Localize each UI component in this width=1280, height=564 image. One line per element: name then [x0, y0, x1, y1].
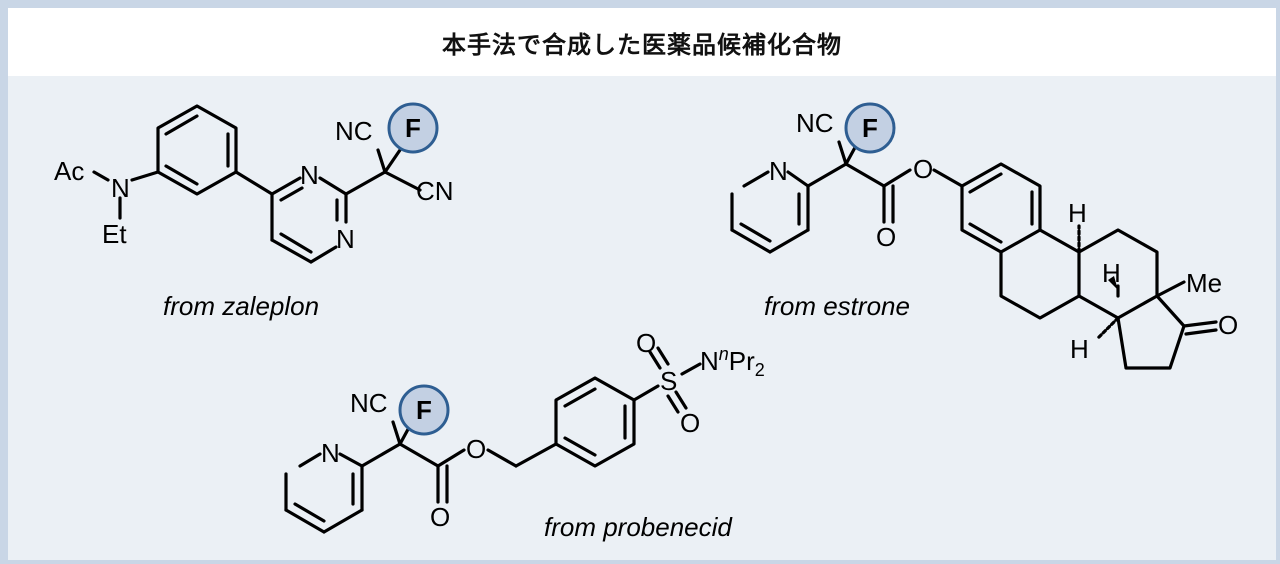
pyrimidine-n1: N	[300, 160, 319, 190]
ester-oxygen: O	[913, 154, 933, 184]
pyrimidine-n3: N	[336, 224, 355, 254]
sulfonyl-oxygen-bottom: O	[680, 408, 700, 438]
ketone-oxygen: O	[1218, 310, 1238, 340]
caption-zaleplon: from zaleplon	[163, 291, 319, 321]
hydrogen-c14: H	[1070, 334, 1089, 364]
ethyl-label: Et	[102, 219, 127, 249]
scheme-panel: 本手法で合成した医薬品候補化合物	[4, 4, 1280, 564]
probenecid-bonds	[284, 346, 702, 534]
caption-probenecid: from probenecid	[544, 512, 733, 542]
fluorine-label-2: F	[862, 113, 878, 143]
fluorine-label: F	[405, 113, 421, 143]
sulfonyl-oxygen-top: O	[636, 328, 656, 358]
zaleplon-derivative: Ac N Et N N NC CN F from zaleplon	[54, 102, 454, 321]
ester-oxygen-3: O	[466, 434, 486, 464]
estrone-labels: N NC O O H H H Me O	[769, 108, 1238, 364]
pyridine-nitrogen: N	[769, 156, 788, 186]
fluorine-badge-3: F	[398, 384, 450, 436]
dipropylamino-label: NnPr2	[700, 344, 765, 380]
fluorine-badge-1: F	[387, 102, 439, 154]
nitrile-nc-label: NC	[335, 116, 373, 146]
estrone-bonds	[730, 140, 1218, 370]
acetyl-label: Ac	[54, 156, 84, 186]
probenecid-labels: N NC O O S O O NnPr2	[321, 328, 765, 532]
amide-nitrogen: N	[111, 173, 130, 203]
pyridine-nitrogen-3: N	[321, 438, 340, 468]
hydrogen-c8: H	[1102, 258, 1121, 288]
fluorine-badge-2: F	[844, 102, 896, 154]
nitrile-cn-label: CN	[416, 176, 454, 206]
zaleplon-labels: Ac N Et N N NC CN	[54, 116, 454, 254]
nitrile-nc-label-3: NC	[350, 388, 388, 418]
fluorine-label-3: F	[416, 395, 432, 425]
sulfur-label: S	[660, 366, 677, 396]
methyl-label: Me	[1186, 268, 1222, 298]
nitrile-nc-label-2: NC	[796, 108, 834, 138]
carbonyl-oxygen-3: O	[430, 502, 450, 532]
header-title: 本手法で合成した医薬品候補化合物	[442, 30, 842, 59]
hydrogen-c9: H	[1068, 198, 1087, 228]
probenecid-derivative: N NC O O S O O NnPr2 F from probenecid	[284, 328, 765, 542]
carbonyl-oxygen: O	[876, 222, 896, 252]
caption-estrone: from estrone	[764, 291, 910, 321]
header-bar: 本手法で合成した医薬品候補化合物	[8, 8, 1276, 76]
zaleplon-bonds	[92, 104, 422, 264]
estrone-derivative: N NC O O H H H Me O F from estrone	[730, 102, 1238, 370]
